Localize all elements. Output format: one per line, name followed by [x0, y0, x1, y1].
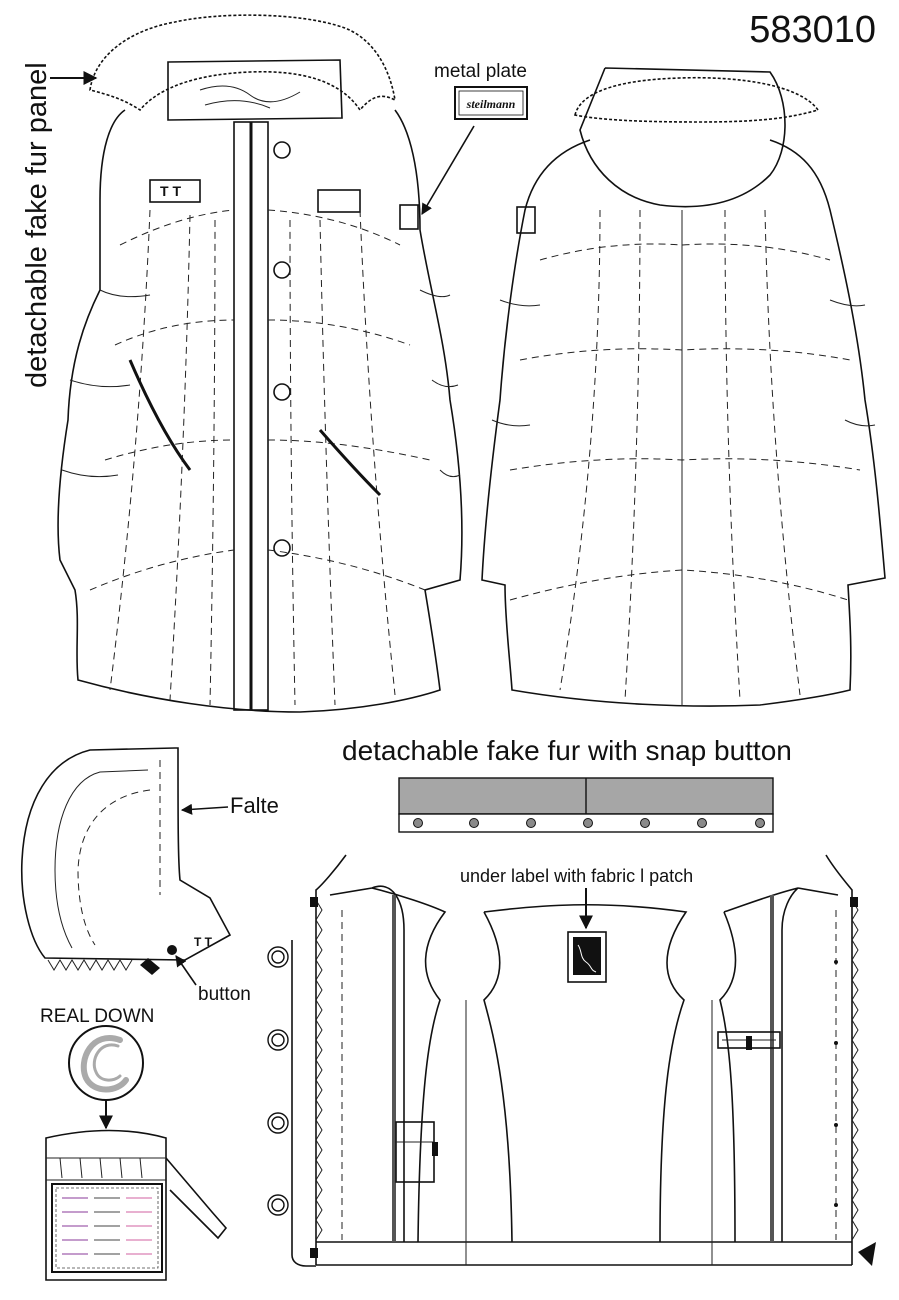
svg-text:T T: T T: [194, 935, 213, 949]
coat-front-sketch: T T: [57, 14, 463, 713]
front-fur-collar: [89, 14, 397, 112]
front-body-outline: [57, 109, 463, 713]
lining-inside-view: [267, 854, 876, 1267]
falte-label: Falte: [230, 793, 279, 818]
care-label-tag: [45, 1129, 228, 1281]
real-down-label: REAL DOWN: [40, 1006, 154, 1027]
back-fur-collar: [574, 76, 820, 123]
under-label-text: under label with fabric l patch: [460, 866, 693, 886]
metal-plate-badge: steilmann: [454, 86, 528, 120]
button-label: button: [198, 984, 251, 1005]
button-arrow: [175, 955, 197, 986]
back-body-outline: [481, 139, 886, 707]
fur-strip-with-snaps: [398, 777, 774, 833]
metal-plate-label: metal plate: [434, 61, 527, 82]
under-label-patch: [567, 931, 607, 983]
falte-arrow: [180, 803, 229, 815]
detachable-fur-panel-label: detachable fake fur panel: [21, 62, 53, 388]
real-down-feather-icon: [68, 1025, 144, 1101]
svg-text:T T: T T: [160, 183, 181, 199]
back-hood: [579, 67, 786, 208]
plate-brand-text: steilmann: [466, 97, 516, 111]
coat-back-sketch: [481, 67, 886, 707]
detachable-fur-snap-label: detachable fake fur with snap button: [342, 735, 792, 766]
front-collar-band: [167, 59, 343, 121]
hood-detail-sketch: T T: [20, 747, 232, 975]
style-number: 583010: [749, 9, 876, 51]
metal-plate-arrow: [421, 125, 475, 215]
